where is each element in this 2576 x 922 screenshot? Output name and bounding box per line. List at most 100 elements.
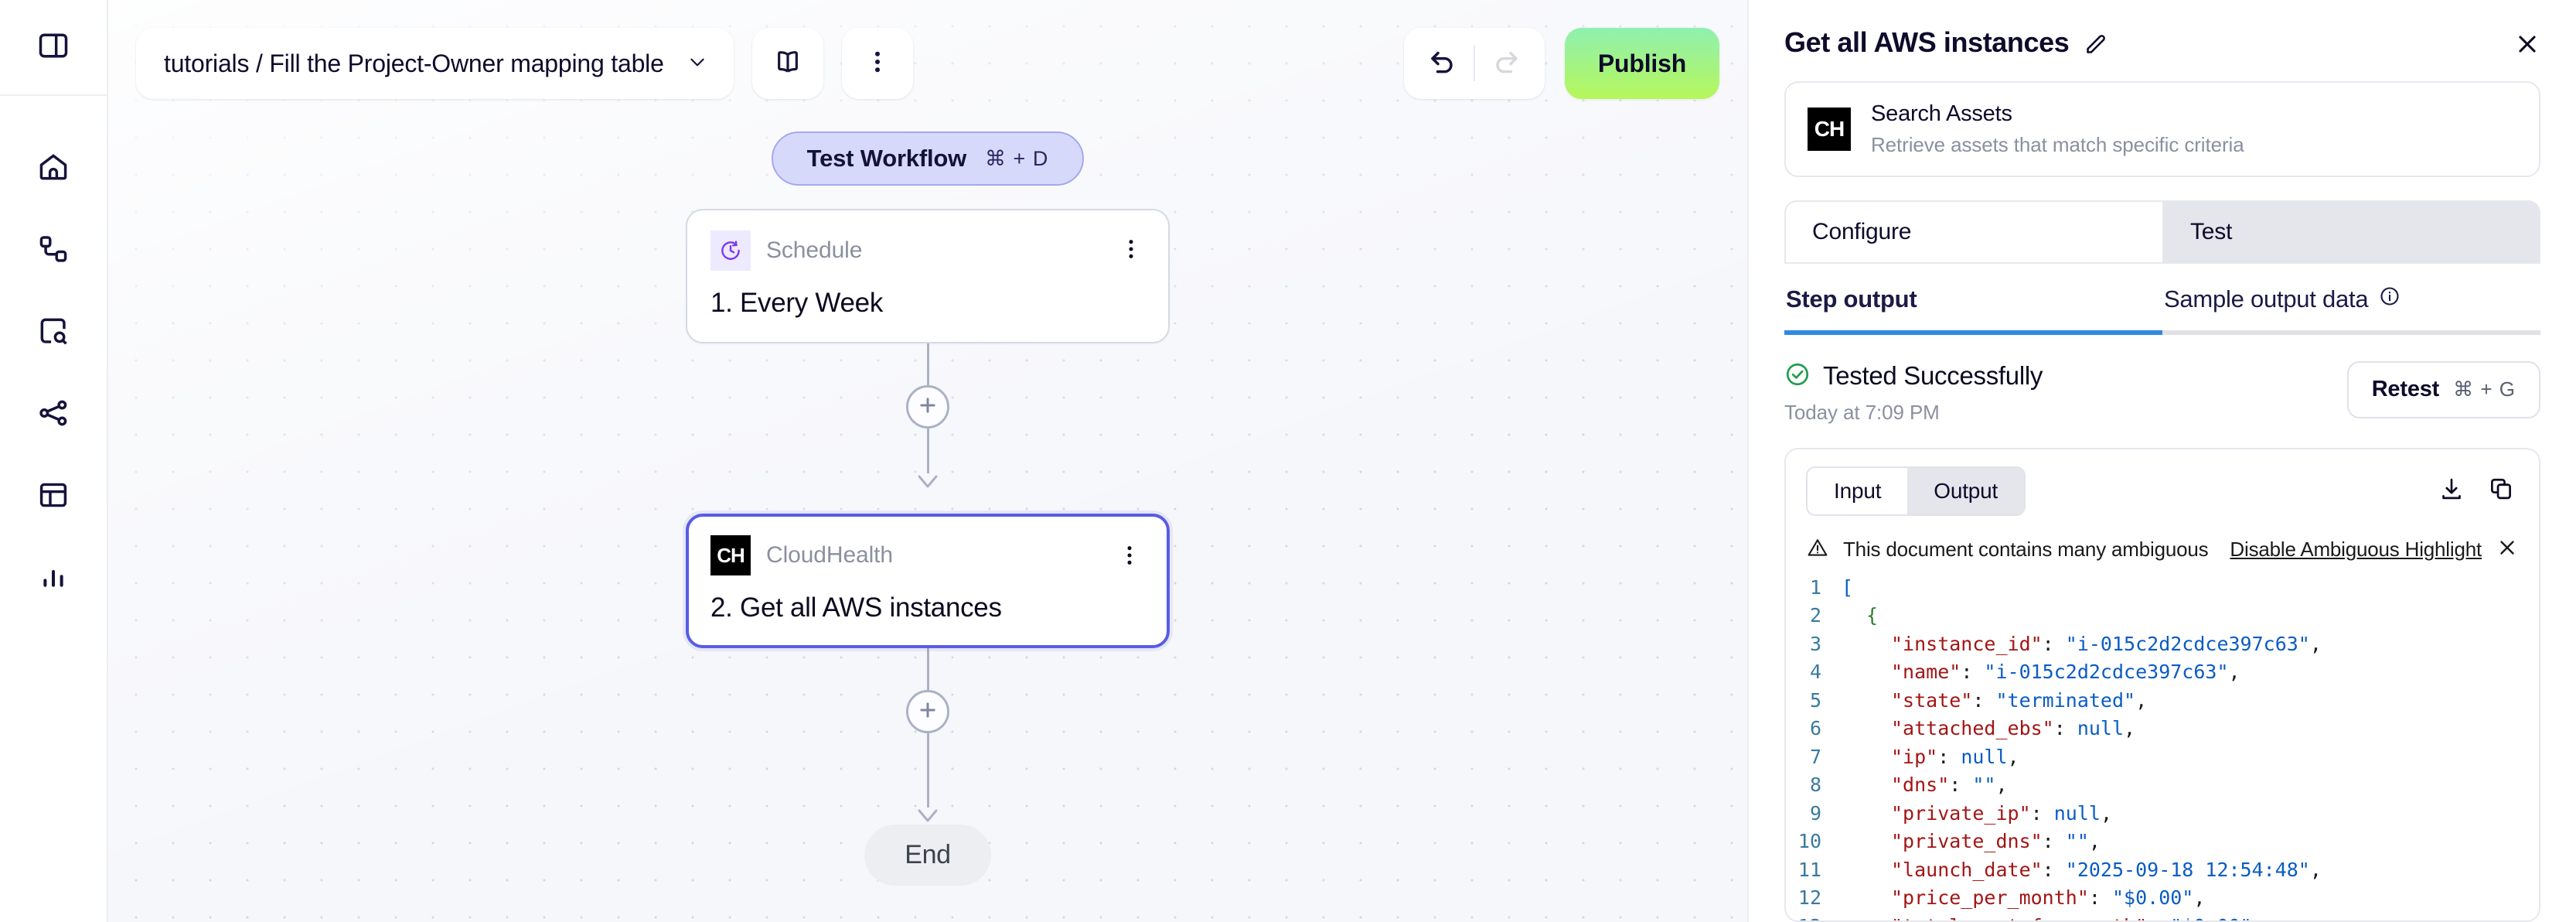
code-token: "i-015c2d2cdce397c63" bbox=[1984, 661, 2229, 684]
code-token: "terminated" bbox=[1995, 688, 2136, 712]
code-line: 11"launch_date": "2025-09-18 12:54:48", bbox=[1794, 856, 2539, 885]
book-icon bbox=[772, 46, 803, 81]
sidebar-item-home[interactable] bbox=[22, 136, 84, 198]
check-circle-icon bbox=[1784, 361, 1811, 391]
line-number: 13 bbox=[1794, 913, 1842, 920]
connector-line bbox=[926, 429, 929, 473]
undo-button[interactable] bbox=[1412, 28, 1474, 99]
code-token: , bbox=[2100, 801, 2113, 825]
plus-icon bbox=[916, 698, 939, 726]
line-number: 5 bbox=[1809, 688, 1821, 712]
redo-button[interactable] bbox=[1475, 28, 1537, 99]
test-workflow-shortcut: ⌘ + D bbox=[985, 146, 1049, 170]
sidebar-item-share[interactable] bbox=[22, 382, 84, 444]
line-number: 6 bbox=[1809, 717, 1821, 740]
workflow-node-schedule[interactable]: Schedule 1. Every Week bbox=[686, 209, 1170, 343]
warning-message: This document contains many ambiguous un… bbox=[1843, 537, 2210, 561]
more-options-button[interactable] bbox=[841, 28, 913, 99]
subtab-sample-output-data[interactable]: Sample output data bbox=[2162, 264, 2540, 330]
sidebar-item-tables[interactable] bbox=[22, 464, 84, 526]
json-output-viewer[interactable]: 1[2{3"instance_id": "i-015c2d2cdce397c63… bbox=[1786, 573, 2539, 920]
code-line: 2{ bbox=[1794, 602, 2539, 630]
code-token: , bbox=[2007, 745, 2019, 768]
publish-button[interactable]: Publish bbox=[1565, 28, 1719, 99]
tab-configure[interactable]: Configure bbox=[1784, 200, 2162, 264]
node-title: 2. Get all AWS instances bbox=[710, 592, 1002, 623]
code-line: 9"private_ip": null, bbox=[1794, 800, 2539, 828]
code-token: "launch_date" bbox=[1891, 858, 2043, 881]
workflow-canvas[interactable]: tutorials / Fill the Project-Owner mappi… bbox=[108, 0, 1747, 922]
operation-text: Search Assets Retrieve assets that match… bbox=[1871, 101, 2244, 157]
code-line: 4"name": "i-015c2d2cdce397c63", bbox=[1794, 658, 2539, 687]
test-workflow-button[interactable]: Test Workflow ⌘ + D bbox=[771, 131, 1085, 186]
info-icon[interactable] bbox=[2379, 285, 2401, 313]
operation-card[interactable]: CH Search Assets Retrieve assets that ma… bbox=[1784, 81, 2540, 177]
search-in-box-icon bbox=[36, 314, 70, 348]
test-workflow-label: Test Workflow bbox=[806, 145, 967, 172]
code-token: "2025-09-18 12:54:48" bbox=[2065, 858, 2310, 881]
code-content: "dns": "", bbox=[1891, 771, 2008, 800]
add-step-button-1[interactable] bbox=[906, 385, 949, 429]
node-header: Schedule bbox=[710, 230, 1145, 271]
disable-ambiguous-highlight-link[interactable]: Disable Ambiguous Highlight bbox=[2230, 537, 2482, 561]
share-nodes-icon bbox=[36, 396, 70, 430]
cloudhealth-badge: CH bbox=[710, 535, 751, 575]
sidebar-item-workflows[interactable] bbox=[22, 218, 84, 280]
workflow-path-selector[interactable]: tutorials / Fill the Project-Owner mappi… bbox=[136, 28, 734, 99]
code-token: "price_per_month" bbox=[1891, 886, 2089, 910]
table-icon bbox=[36, 478, 70, 512]
code-token: "private_ip" bbox=[1891, 801, 2031, 825]
retest-shortcut: ⌘ + G bbox=[2453, 377, 2516, 401]
sidebar-item-analytics[interactable] bbox=[22, 546, 84, 608]
end-node[interactable]: End bbox=[864, 825, 991, 886]
code-token: , bbox=[2309, 858, 2322, 881]
code-token: : bbox=[2088, 886, 2112, 910]
code-content: [ bbox=[1842, 574, 1853, 603]
step-details-panel: Get all AWS instances CH Search Assets R… bbox=[1747, 0, 2576, 922]
connector-arrow-wrap bbox=[915, 733, 941, 825]
workflow-node-cloudhealth[interactable]: CH CloudHealth 2. Get all AWS instances bbox=[686, 514, 1170, 648]
retest-button[interactable]: Retest ⌘ + G bbox=[2346, 360, 2540, 418]
operation-name: Search Assets bbox=[1871, 101, 2012, 126]
copy-icon[interactable] bbox=[2488, 476, 2514, 506]
code-content: "attached_ebs": null, bbox=[1891, 715, 2135, 743]
panel-header: Get all AWS instances bbox=[1784, 0, 2540, 61]
test-status-row: Tested Successfully Today at 7:09 PM Ret… bbox=[1784, 360, 2540, 425]
io-tab-input[interactable]: Input bbox=[1808, 467, 1908, 514]
code-token: "ip" bbox=[1891, 745, 1938, 768]
close-icon[interactable] bbox=[2514, 31, 2540, 61]
line-number: 3 bbox=[1809, 632, 1821, 655]
cloudhealth-badge: CH bbox=[1808, 108, 1851, 151]
node-menu-button[interactable] bbox=[1117, 543, 1142, 572]
code-token: : bbox=[2053, 717, 2077, 740]
line-number: 7 bbox=[1809, 745, 1821, 768]
code-token: "private_dns" bbox=[1891, 830, 2043, 853]
download-icon[interactable] bbox=[2438, 476, 2465, 506]
workflows-icon bbox=[36, 232, 70, 266]
sidebar-item-search-assets[interactable] bbox=[22, 300, 84, 362]
docs-button[interactable] bbox=[751, 28, 823, 99]
chevron-down-icon bbox=[687, 52, 707, 76]
test-status-main: Tested Successfully bbox=[1784, 361, 2043, 391]
code-token: null bbox=[2053, 801, 2101, 825]
code-token: "" bbox=[1972, 773, 1996, 797]
code-content: "price_per_month": "$0.00", bbox=[1891, 884, 2205, 913]
code-token: , bbox=[2124, 717, 2136, 740]
close-icon[interactable] bbox=[2496, 536, 2519, 563]
code-token: , bbox=[2193, 886, 2206, 910]
connector-line bbox=[926, 343, 929, 385]
code-token: : bbox=[1961, 661, 1985, 684]
io-tab-output[interactable]: Output bbox=[1907, 467, 2025, 514]
connector-line bbox=[926, 648, 929, 690]
sidebar-toggle-button[interactable] bbox=[0, 0, 107, 96]
pencil-icon[interactable] bbox=[2083, 31, 2109, 61]
tab-test[interactable]: Test bbox=[2162, 200, 2540, 264]
node-title: 1. Every Week bbox=[710, 288, 884, 318]
node-menu-button[interactable] bbox=[1119, 237, 1143, 265]
subtab-step-output[interactable]: Step output bbox=[1784, 264, 2162, 330]
line-number: 2 bbox=[1809, 604, 1821, 627]
code-token: "state" bbox=[1891, 688, 1973, 712]
panel-toggle-icon bbox=[36, 29, 70, 67]
add-step-button-2[interactable] bbox=[906, 690, 949, 733]
